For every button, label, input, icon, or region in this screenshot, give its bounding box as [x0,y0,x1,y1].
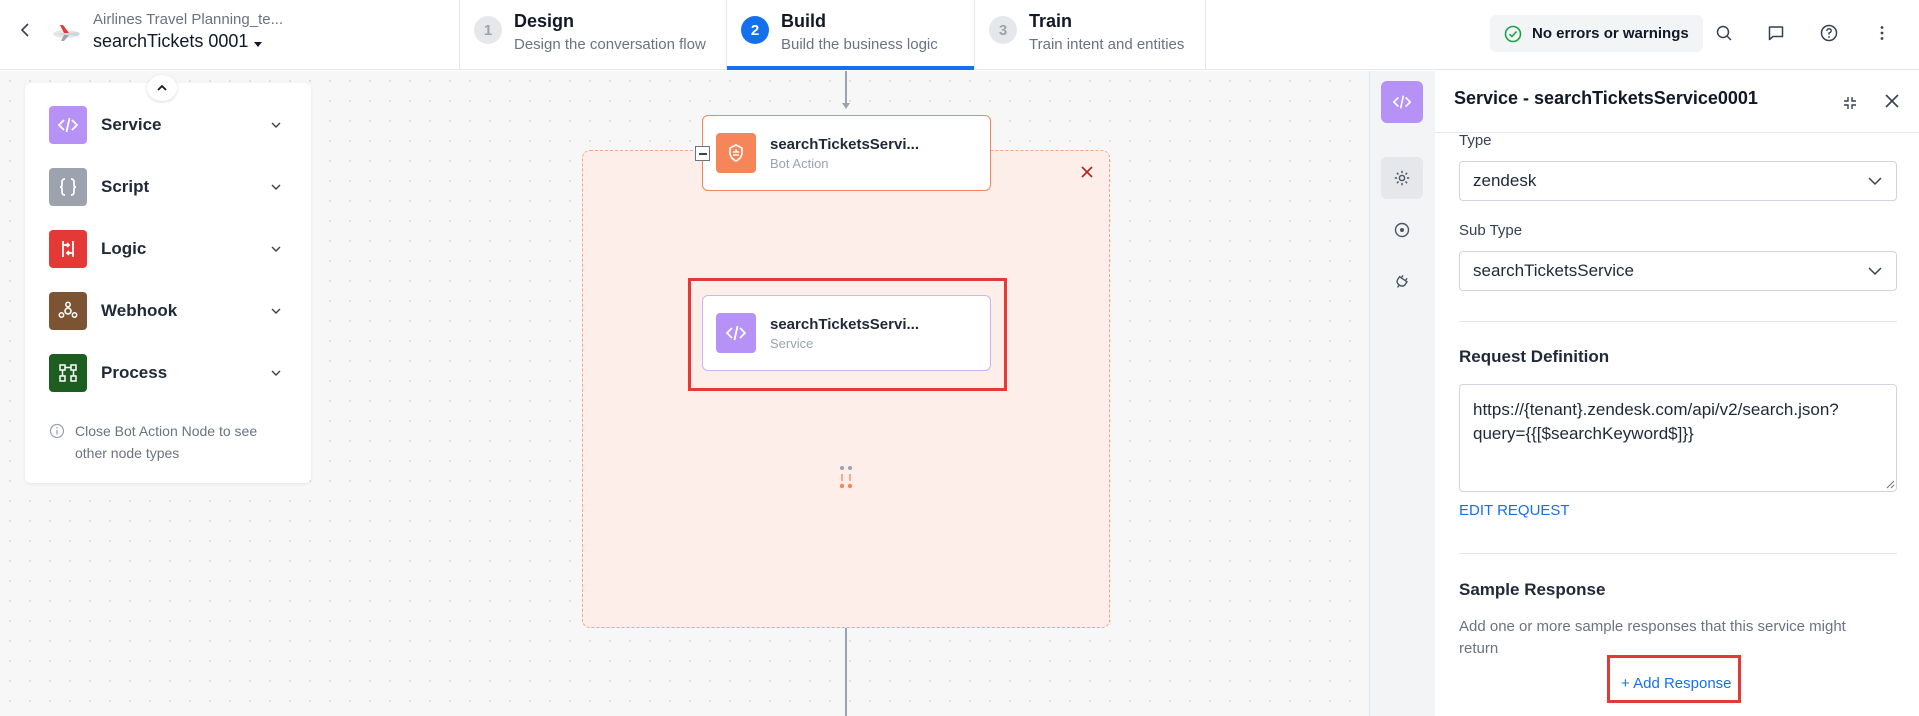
bot-action-node[interactable]: searchTicketsServi... Bot Action [702,115,991,191]
plug-icon[interactable] [1381,261,1423,303]
code-icon [716,313,756,353]
subtype-label: Sub Type [1459,222,1523,239]
subtype-select[interactable]: searchTicketsService [1459,251,1897,291]
type-label: Type [1459,132,1492,149]
step-title: Train [1029,11,1073,31]
palette-note: Close Bot Action Node to see other node … [49,420,289,464]
chevron-down-icon [271,122,281,128]
palette-label: Script [101,177,150,196]
type-value: zendesk [1473,171,1537,190]
braces-icon [49,168,87,206]
node-palette: Service Script Logic Webhook [25,75,311,483]
collapse-panel-icon[interactable] [1839,92,1861,114]
chevron-down-icon [1868,177,1882,186]
palette-item-webhook[interactable]: Webhook [49,291,289,331]
subtype-value: searchTicketsService [1473,261,1634,280]
section-divider [1459,321,1897,322]
collapse-node-button[interactable] [695,146,710,161]
code-icon [49,106,87,144]
step-subtitle: Design the conversation flow [514,36,706,53]
palette-label: Service [101,115,162,134]
tab-build[interactable]: 2 Build Build the business logic [727,0,975,70]
logic-icon [49,230,87,268]
step-tabs: 1 Design Design the conversation flow 2 … [459,0,1206,70]
chat-icon[interactable] [1764,21,1788,45]
tab-design[interactable]: 1 Design Design the conversation flow [460,0,727,70]
caret-down-icon [254,42,263,47]
palette-label: Process [101,363,168,382]
palette-item-logic[interactable]: Logic [49,229,289,269]
back-arrow-icon[interactable] [14,18,38,42]
palette-note-text: Close Bot Action Node to see other node … [75,423,258,461]
settings-gear-icon[interactable] [1381,157,1423,199]
sample-response-description: Add one or more sample responses that th… [1459,618,1846,657]
step-number: 3 [989,16,1017,44]
palette-item-process[interactable]: Process [49,353,289,393]
status-badge[interactable]: No errors or warnings [1490,15,1703,52]
node-subtitle: Service [770,335,814,351]
airplane-logo-icon [50,20,82,46]
tab-train[interactable]: 3 Train Train intent and entities [975,0,1206,70]
service-node[interactable]: searchTicketsServi... Service [702,295,991,371]
help-icon[interactable] [1817,21,1841,45]
target-icon[interactable] [1381,209,1423,251]
properties-panel: Service - searchTicketsService0001 Type … [1435,71,1919,716]
bot-action-icon [716,133,756,173]
dialog-name: searchTickets 0001 [93,31,249,51]
more-vertical-icon[interactable] [1870,21,1894,45]
app-name: Airlines Travel Planning_te... [93,11,284,28]
add-node-handle-icon[interactable] [838,465,854,491]
process-icon [49,354,87,392]
chevron-down-icon [271,308,281,314]
close-icon[interactable] [1881,90,1903,112]
node-subtitle: Bot Action [770,155,829,171]
palette-label: Webhook [101,301,178,320]
search-icon[interactable] [1712,21,1736,45]
top-header: Airlines Travel Planning_te... searchTic… [0,0,1919,70]
step-subtitle: Train intent and entities [1029,36,1185,53]
chevron-down-icon [271,370,281,376]
step-subtitle: Build the business logic [781,36,938,53]
app-info: Airlines Travel Planning_te... searchTic… [93,11,283,52]
properties-rail [1369,71,1435,716]
edit-request-button[interactable]: EDIT REQUEST [1459,502,1570,519]
webhook-icon [49,292,87,330]
code-icon[interactable] [1381,81,1423,123]
resize-grip-icon[interactable] [1885,479,1895,489]
palette-label: Logic [101,239,147,258]
request-definition-title: Request Definition [1459,347,1610,366]
step-number: 1 [474,16,502,44]
bot-action-group[interactable] [582,150,1110,628]
chevron-up-icon[interactable] [147,75,177,101]
step-title: Build [781,11,826,31]
chevron-down-icon [1868,267,1882,276]
info-icon [49,423,65,439]
panel-header-divider [1435,132,1919,133]
chevron-down-icon [271,246,281,252]
node-title: searchTicketsServi... [770,135,919,153]
step-number: 2 [741,16,769,44]
section-divider [1459,553,1897,554]
close-icon[interactable] [1077,162,1097,182]
request-url-textarea[interactable]: https://{tenant}.zendesk.com/api/v2/sear… [1459,384,1897,492]
check-circle-icon [1504,25,1522,43]
node-title: searchTicketsServi... [770,315,919,333]
palette-item-service[interactable]: Service [49,105,289,145]
dialog-selector[interactable]: searchTickets 0001 [93,31,283,52]
panel-title: Service - searchTicketsService0001 [1454,88,1758,108]
add-response-button[interactable]: + Add Response [1621,675,1732,692]
chevron-down-icon [271,184,281,190]
step-title: Design [514,11,575,31]
flow-canvas[interactable]: Service Script Logic Webhook [0,71,1369,716]
status-text: No errors or warnings [1532,25,1689,42]
type-select[interactable]: zendesk [1459,161,1897,201]
palette-item-script[interactable]: Script [49,167,289,207]
sample-response-title: Sample Response [1459,580,1606,599]
